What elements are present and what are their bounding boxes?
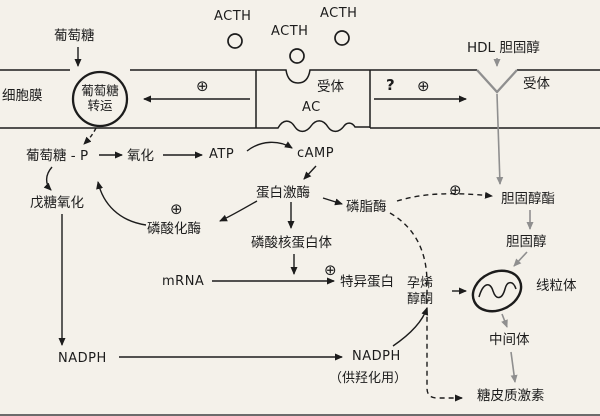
receptor-notch: [256, 69, 370, 84]
adenylate-cyclase-label: AC: [302, 100, 321, 115]
cholesterol-to-mito-arrow: [513, 251, 528, 267]
acth-ball-2: [289, 48, 305, 64]
glucose-transporter-circle: [71, 70, 129, 128]
mitochondrion-shape: [471, 269, 523, 313]
mitochondria-label: 线粒体: [536, 278, 577, 294]
glucosep-to-pentose-arrow: [43, 166, 53, 191]
pregnenolone-label: 孕烯醇酮: [406, 276, 433, 307]
oxidation-label: 氧化: [127, 148, 154, 164]
cholesterol-label: 胆固醇: [506, 234, 547, 250]
plus-sign-specific-protein: ⊕: [324, 261, 337, 279]
glucocorticoid-label: 糖皮质激素: [477, 388, 545, 404]
mitochondrion-outline: [471, 269, 523, 313]
receptor-left-label: 受体: [317, 79, 344, 95]
acth-ball-1: [227, 33, 243, 49]
camp-label: cAMP: [297, 146, 335, 161]
mito-to-intermediate-arrow: [501, 313, 508, 328]
intermediate-label: 中间体: [489, 332, 530, 348]
acth-ball-3: [334, 30, 350, 46]
kinase-to-phospholipase-arrow: [322, 197, 343, 206]
transporter-to-glucosep-arrow: [83, 127, 97, 145]
phosphorylase-feedback-arrow: [96, 181, 147, 226]
phospho-nucleoprotein-label: 磷酸核蛋白体: [251, 235, 332, 251]
acth-molecules: [227, 30, 350, 64]
plus-sign-membrane-right: ⊕: [417, 77, 430, 95]
nadph-left-label: NADPH: [58, 351, 107, 366]
nadph-to-pregnenolone-arrow: [392, 307, 429, 347]
glucose-transporter-label: 葡萄糖转运: [81, 83, 119, 113]
kinase-to-phosphorylase-arrow: [219, 200, 258, 222]
long-dashed-pathway: [389, 212, 463, 402]
atp-label: ATP: [209, 147, 235, 162]
cholesterol-ester-label: 胆固醇酯: [501, 191, 555, 207]
phospholipase-label: 磷脂酶: [346, 199, 387, 215]
acth-label-1: ACTH: [214, 9, 252, 24]
phospholipase-to-ester-dashed: [396, 191, 493, 202]
for-hydroxylation-label: （供羟化用）: [329, 371, 408, 386]
plus-sign-cholesterol-ester: ⊕: [449, 181, 462, 199]
acth-label-3: ACTH: [320, 6, 358, 21]
hdl-to-ester-arrow: [496, 93, 504, 185]
camp-to-kinase-arrow: [303, 165, 317, 180]
acth-label-2: ACTH: [271, 24, 309, 39]
receptor-right-label: 受体: [523, 76, 550, 92]
hdl-receptor-notch: [476, 69, 518, 94]
pathway-arrows: [43, 47, 493, 402]
hdl-cholesterol-label: HDL 胆固醇: [467, 40, 540, 56]
steroid-chain-arrows: [496, 93, 534, 383]
nadph-right-label: NADPH: [352, 349, 401, 364]
protein-kinase-label: 蛋白激酶: [256, 185, 310, 201]
cell-membrane-label: 细胞膜: [2, 88, 43, 104]
phosphorylase-label: 磷酸化酶: [147, 221, 201, 237]
plus-sign-phosphorylase: ⊕: [170, 200, 183, 218]
mrna-label: mRNA: [162, 274, 205, 289]
plus-sign-membrane-left: ⊕: [196, 77, 209, 95]
cell-membrane-lines: [0, 69, 600, 133]
intermediate-to-hormone-arrow: [510, 351, 518, 383]
ac-wavy-line: [256, 120, 370, 133]
specific-protein-label: 特异蛋白: [340, 274, 394, 290]
glucose-label: 葡萄糖: [54, 28, 95, 44]
mitochondrion-cristae: [478, 281, 517, 299]
glucose-p-label: 葡萄糖 - P: [26, 148, 89, 164]
pentose-oxidation-label: 戊糖氧化: [30, 195, 84, 211]
atp-to-camp-arrow: [246, 141, 293, 152]
question-mark: ?: [386, 76, 395, 94]
